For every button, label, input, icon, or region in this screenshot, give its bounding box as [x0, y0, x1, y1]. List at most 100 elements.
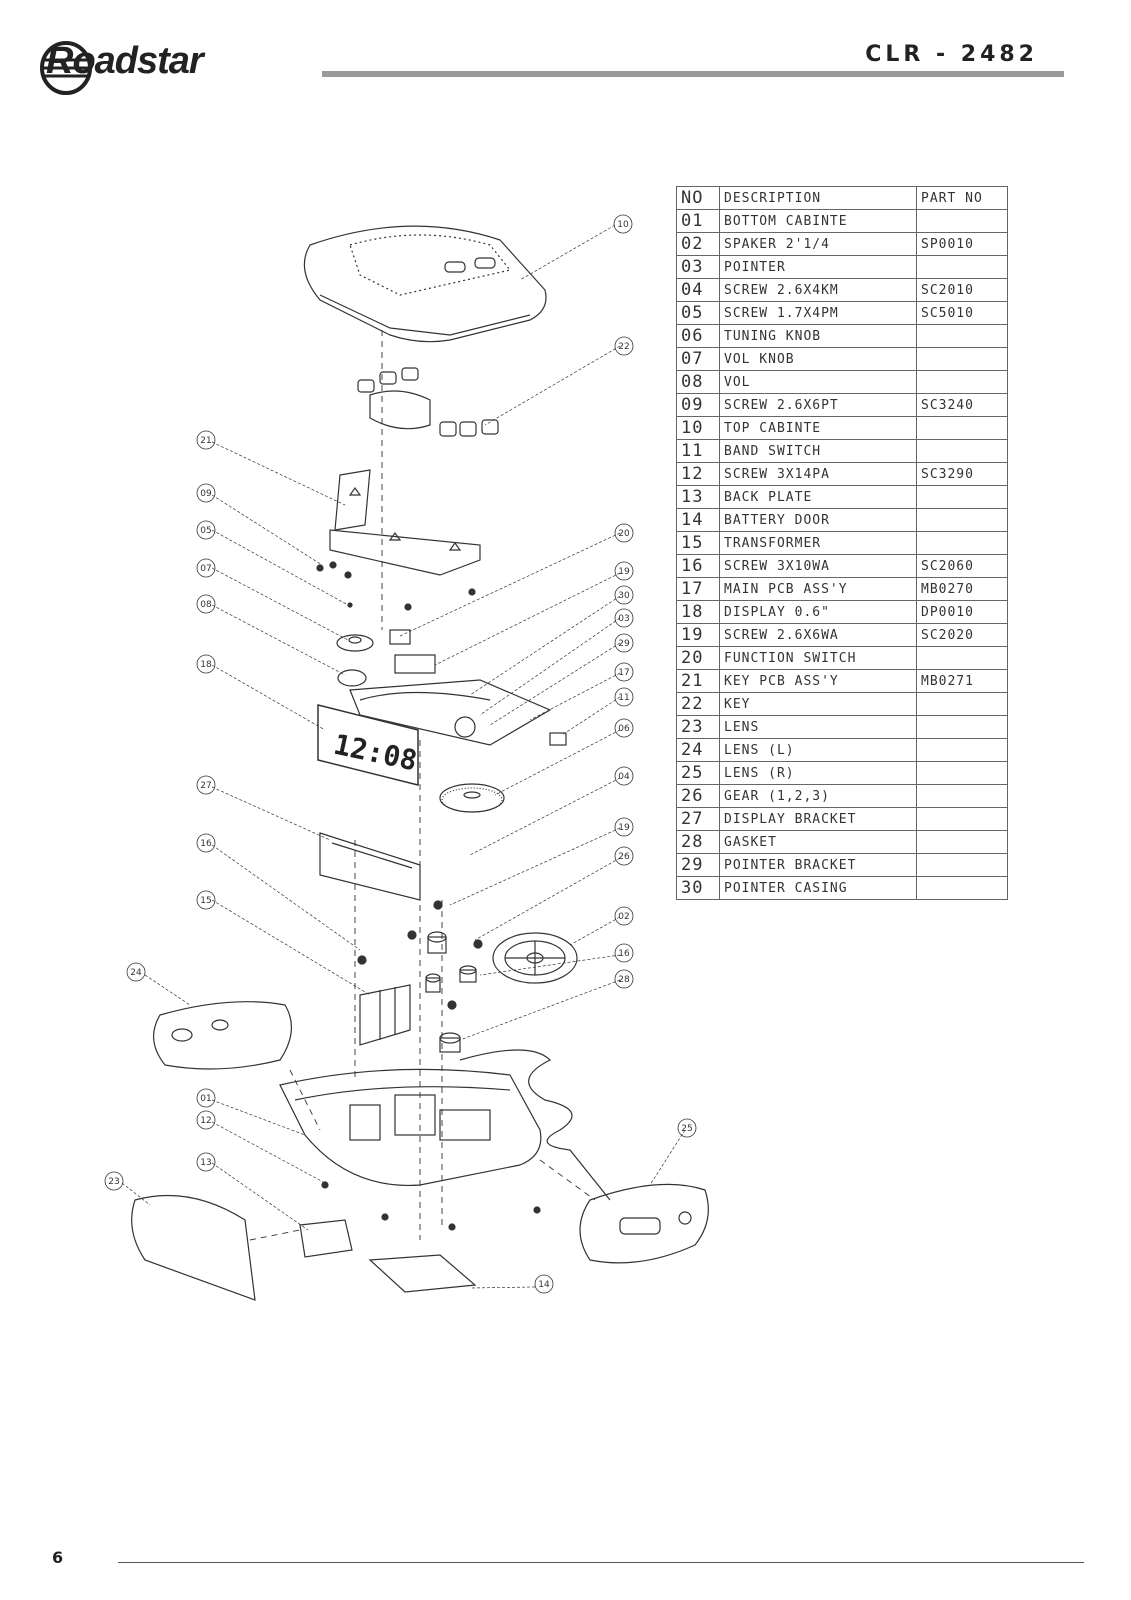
header-description: DESCRIPTION — [719, 186, 917, 210]
callout-number: 06 — [618, 724, 630, 734]
band-switch-part — [549, 732, 567, 746]
callout-number: 11 — [618, 693, 629, 703]
tuning-knob-part — [439, 783, 505, 813]
cell-part-no — [916, 508, 1008, 532]
cell-part-no — [916, 416, 1008, 440]
cell-description: POINTER BRACKET — [719, 853, 917, 877]
cell-no: 05 — [676, 301, 720, 325]
cell-part-no — [916, 738, 1008, 762]
cell-part-no — [916, 324, 1008, 348]
key-pcb-part — [329, 469, 481, 576]
cell-part-no — [916, 853, 1008, 877]
vol-knob-part — [336, 634, 374, 687]
callout-number: 15 — [200, 896, 211, 906]
cell-no: 13 — [676, 485, 720, 509]
cell-part-no: SC3240 — [916, 393, 1008, 417]
cell-no: 24 — [676, 738, 720, 762]
callout-number: 17 — [618, 668, 629, 678]
speaker-part — [492, 932, 578, 984]
cell-no: 27 — [676, 807, 720, 831]
assembly-lines — [249, 330, 596, 1241]
callout-number: 20 — [618, 529, 630, 539]
cell-part-no — [916, 830, 1008, 854]
cell-part-no: SC2020 — [916, 623, 1008, 647]
cell-part-no — [916, 692, 1008, 716]
cell-no: 09 — [676, 393, 720, 417]
cell-description: SPAKER 2'1/4 — [719, 232, 917, 256]
lens-right-part — [579, 1183, 709, 1264]
callout-number: 07 — [200, 564, 211, 574]
back-plate-part — [299, 1219, 353, 1258]
cell-part-no — [916, 646, 1008, 670]
top-cabinet-part — [303, 225, 547, 343]
cell-part-no: SC2010 — [916, 278, 1008, 302]
cell-no: 07 — [676, 347, 720, 371]
header-part-no: PART NO — [916, 186, 1008, 210]
footer-divider — [118, 1562, 1084, 1563]
cell-part-no — [916, 531, 1008, 555]
callout-number: 27 — [200, 781, 211, 791]
cell-description: SCREW 2.6X6WA — [719, 623, 917, 647]
display-part: 12:08 — [317, 704, 420, 786]
callout-number: 10 — [617, 220, 629, 230]
battery-door-part — [368, 1254, 477, 1293]
cell-no: 01 — [676, 209, 720, 233]
header-divider — [322, 71, 1064, 77]
power-cord-part — [459, 1049, 611, 1201]
cell-part-no — [916, 876, 1008, 900]
cell-description: BATTERY DOOR — [719, 508, 917, 532]
callout-number: 26 — [618, 852, 630, 862]
cell-no: 29 — [676, 853, 720, 877]
exploded-view-diagram: 12:08 — [104, 214, 709, 1301]
callout-number: 29 — [618, 639, 630, 649]
cell-no: 30 — [676, 876, 720, 900]
cell-no: 18 — [676, 600, 720, 624]
screw-group — [316, 561, 476, 611]
callout-number: 24 — [130, 968, 142, 978]
cell-description: KEY — [719, 692, 917, 716]
lens-part — [131, 1194, 256, 1301]
cell-description: SCREW 2.6X4KM — [719, 278, 917, 302]
function-switch-part — [389, 629, 436, 674]
cell-no: 16 — [676, 554, 720, 578]
cell-no: 12 — [676, 462, 720, 486]
callout-number: 28 — [618, 975, 630, 985]
cell-part-no — [916, 807, 1008, 831]
cell-part-no: SC2060 — [916, 554, 1008, 578]
callout-number: 30 — [618, 591, 630, 601]
callout-number: 01 — [200, 1094, 211, 1104]
cell-part-no: DP0010 — [916, 600, 1008, 624]
callout-number: 04 — [618, 772, 630, 782]
cell-description: SCREW 1.7X4PM — [719, 301, 917, 325]
callout-number: 16 — [618, 949, 630, 959]
cell-part-no: SP0010 — [916, 232, 1008, 256]
callout-circles — [104, 214, 697, 1294]
cell-description: SCREW 3X14PA — [719, 462, 917, 486]
cell-no: 14 — [676, 508, 720, 532]
cell-part-no — [916, 761, 1008, 785]
callout-number: 02 — [618, 912, 629, 922]
callout-number: 08 — [200, 600, 212, 610]
cell-no: 19 — [676, 623, 720, 647]
cell-no: 22 — [676, 692, 720, 716]
cell-description: POINTER CASING — [719, 876, 917, 900]
callout-number: 23 — [108, 1177, 119, 1187]
